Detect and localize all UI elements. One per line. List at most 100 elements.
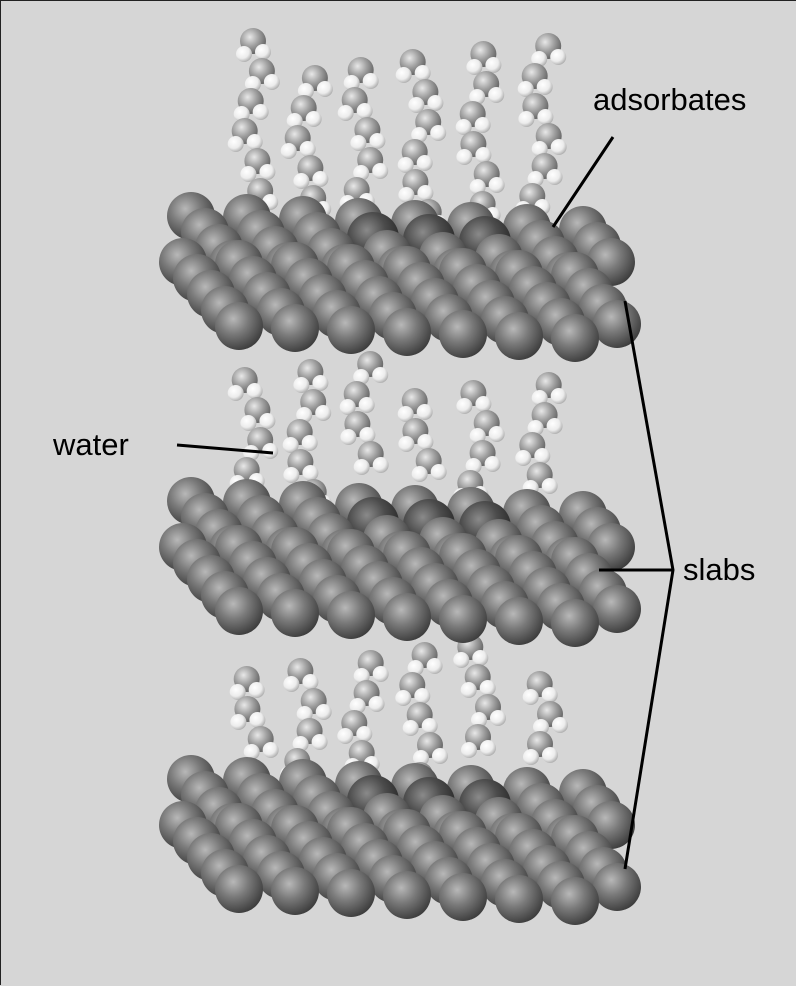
water-hydrogen-atom [456,149,472,165]
water-hydrogen-atom [523,749,539,765]
slab-atom [495,312,543,360]
water-hydrogen-atom [302,674,318,690]
water-hydrogen-atom [354,459,370,475]
water-hydrogen-atom [552,717,568,733]
water-hydrogen-atom [551,139,567,155]
slab-atom [271,867,319,915]
slab-atom [327,306,375,354]
water-hydrogen-atom [356,726,372,742]
slab-atom [439,873,487,921]
slab-atom [495,597,543,645]
slab-atom [215,587,263,635]
slabs-label: slabs [683,554,755,585]
slab-atom [551,599,599,647]
water-hydrogen-atom [312,734,328,750]
water-hydrogen-atom [300,141,316,157]
water-hydrogen-atom [359,427,375,443]
water-hydrogen-atom [369,133,385,149]
water-hydrogen-atom [417,434,433,450]
water-hydrogen-atom [395,690,411,706]
water-hydrogen-atom [302,435,318,451]
slab-atom [439,595,487,643]
water-hydrogen-atom [259,164,275,180]
water-hydrogen-atom [427,658,443,674]
slabs-bracket [625,301,673,869]
water-hydrogen-atom [369,696,385,712]
water-hydrogen-atom [359,397,375,413]
water-hydrogen-atom [236,46,252,62]
water-hydrogen-atom [550,49,566,65]
slab-atom [439,310,487,358]
water-hydrogen-atom [518,111,534,127]
water-hydrogen-atom [431,464,447,480]
slab-atom [383,871,431,919]
water-hydrogen-atom [253,104,269,120]
slab-atom [383,593,431,641]
water-hydrogen-atom [312,171,328,187]
water-hydrogen-atom [475,396,491,412]
water-hydrogen-atom [417,404,433,420]
water-hydrogen-atom [255,44,271,60]
water-hydrogen-atom [547,169,563,185]
water-hydrogen-atom [417,185,433,201]
water-label: water [53,429,129,460]
water-hydrogen-atom [315,405,331,421]
slab-atom [327,591,375,639]
water-hydrogen-atom [415,65,431,81]
slab-atom [215,865,263,913]
water-hydrogen-atom [281,143,297,159]
water-hydrogen-atom [485,57,501,73]
water-hydrogen-atom [412,466,428,482]
water-hydrogen-atom [523,689,539,705]
water-hydrogen-atom [263,742,279,758]
slab-atom [593,585,641,633]
water-hydrogen-atom [259,413,275,429]
water-hydrogen-atom [542,747,558,763]
water-hydrogen-atom [302,465,318,481]
water-hydrogen-atom [247,383,263,399]
water-hydrogen-atom [398,436,414,452]
water-hydrogen-atom [414,688,430,704]
slab-atom [215,302,263,350]
slab-atom [593,300,641,348]
water-hydrogen-atom [403,720,419,736]
water-hydrogen-atom [312,375,328,391]
water-hydrogen-atom [480,740,496,756]
water-hydrogen-atom [363,73,379,89]
water-hydrogen-atom [472,650,488,666]
water-hydrogen-atom [230,714,246,730]
water-hydrogen-atom [373,457,389,473]
water-hydrogen-atom [551,388,567,404]
water-hydrogen-atom [316,704,332,720]
water-hydrogen-atom [537,109,553,125]
water-hydrogen-atom [542,478,558,494]
water-hydrogen-atom [249,712,265,728]
water-hydrogen-atom [489,426,505,442]
water-hydrogen-atom [317,81,333,97]
slab-atom [551,877,599,925]
slab-atom [271,589,319,637]
water-hydrogen-atom [547,418,563,434]
water-hydrogen-atom [475,147,491,163]
water-hydrogen-atom [306,111,322,127]
water-hydrogen-atom [264,74,280,90]
slab-atoms [159,192,641,925]
water-hydrogen-atom [228,136,244,152]
water-hydrogen-atom [485,456,501,472]
water-hydrogen-atom [488,87,504,103]
water-hydrogen-atom [461,682,477,698]
slab-atom [383,308,431,356]
slab-atom [327,869,375,917]
water-hydrogen-atom [283,467,299,483]
slab-atom [271,304,319,352]
water-hydrogen-atom [396,67,412,83]
water-hydrogen-atom [372,367,388,383]
water-hydrogen-atom [228,385,244,401]
water-hydrogen-atom [534,448,550,464]
water-hydrogen-atom [422,718,438,734]
water-hydrogen-atom [480,680,496,696]
water-hydrogen-atom [337,728,353,744]
water-hydrogen-atom [453,652,469,668]
